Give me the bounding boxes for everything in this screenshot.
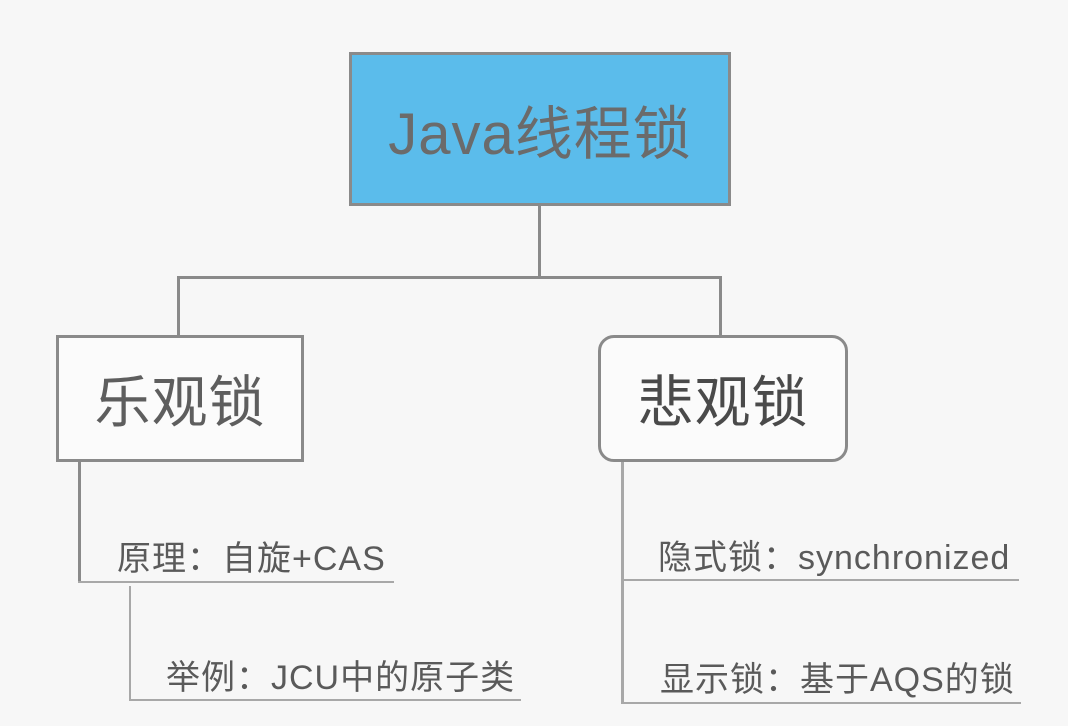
leaf-optimistic-principle: 原理：自旋+CAS bbox=[117, 540, 386, 578]
leaf-optimistic-example: 举例：JCU中的原子类 bbox=[166, 659, 516, 697]
node-root-java-thread-lock[interactable]: Java线程锁 bbox=[349, 52, 731, 206]
connector-branch-bar bbox=[177, 276, 722, 279]
connector-pessimistic-explicit-underline bbox=[621, 702, 1021, 704]
connector-optimistic-stem bbox=[78, 462, 81, 583]
connector-pessimistic-stem bbox=[621, 462, 624, 703]
connector-optimistic-example-underline bbox=[129, 699, 521, 701]
leaf-pessimistic-implicit-lock: 隐式锁：synchronized bbox=[658, 539, 1011, 577]
node-pessimistic-lock[interactable]: 悲观锁 bbox=[598, 335, 848, 462]
node-optimistic-lock[interactable]: 乐观锁 bbox=[56, 335, 304, 462]
connector-pessimistic-implicit-underline bbox=[621, 579, 1019, 581]
connector-root-drop bbox=[538, 205, 541, 278]
connector-branch-left bbox=[177, 276, 180, 336]
connector-optimistic-principle-underline bbox=[78, 581, 394, 583]
connector-optimistic-example-stem bbox=[129, 586, 131, 701]
connector-branch-right bbox=[719, 276, 722, 336]
leaf-pessimistic-explicit-lock: 显示锁：基于AQS的锁 bbox=[660, 661, 1015, 699]
